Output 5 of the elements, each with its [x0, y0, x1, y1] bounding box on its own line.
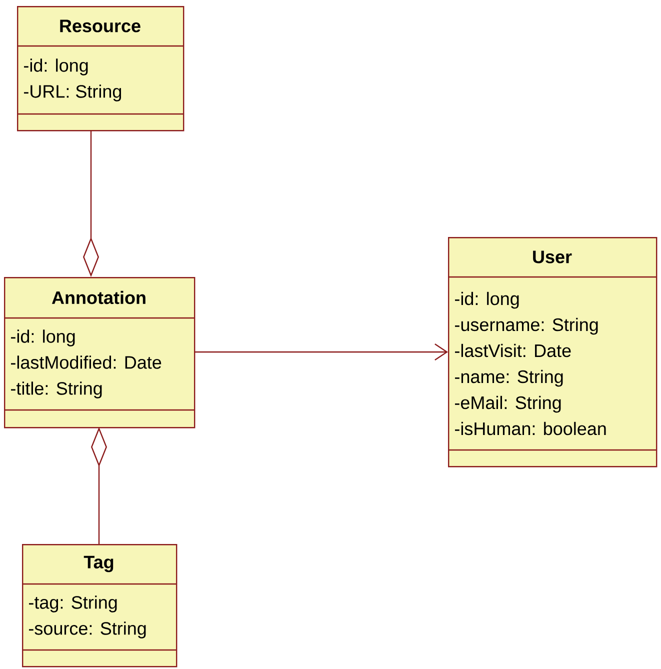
class-box: Tag -tag: String -source: String [22, 544, 178, 668]
class-box: User -id: long -username: String -lastVisit: Date -name: String -eMail: String -isHuman: boolean [448, 237, 658, 468]
class-box: Annotation -id: long -lastModified: Date -title: String [4, 277, 196, 428]
association-line [194, 344, 448, 360]
class-box: Resource -id: long -URL: String [17, 6, 184, 132]
